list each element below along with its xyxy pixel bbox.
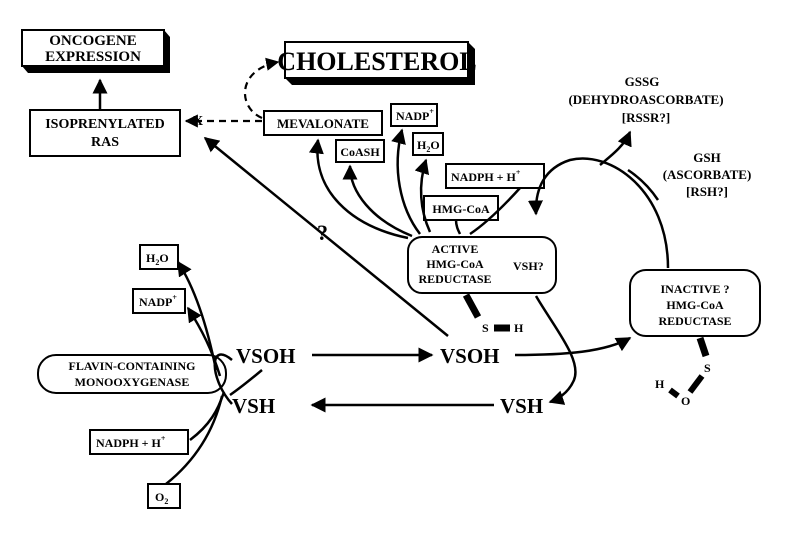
gssg-label-group: GSSG (DEHYDROASCORBATE) [RSSR?] bbox=[568, 74, 723, 125]
sh-s-label: S bbox=[482, 321, 489, 335]
reductase-to-ras-question-arrow bbox=[203, 137, 449, 337]
o2-label: O2 bbox=[155, 490, 168, 506]
gsh-in-line bbox=[627, 168, 660, 201]
vsoh-right: VSOH bbox=[440, 344, 500, 368]
o2-box: O2 bbox=[147, 483, 181, 509]
question-mark: ? bbox=[317, 220, 328, 245]
active-reductase-label-2: HMG-CoA bbox=[426, 257, 484, 271]
inactive-reductase-label-2: HMG-CoA bbox=[666, 298, 724, 312]
reductase-to-nadp-arrow bbox=[391, 128, 421, 235]
left-water-box: H2O bbox=[139, 244, 179, 270]
oncogene-expression-box: ONCOGENE EXPRESSION bbox=[21, 29, 170, 73]
oncogene-label-2: EXPRESSION bbox=[45, 49, 141, 65]
gssg-label-3: [RSSR?] bbox=[622, 110, 670, 125]
coash-label: CoASH bbox=[340, 145, 380, 159]
gsh-label-group: GSH (ASCORBATE) [RSH?] bbox=[663, 150, 752, 199]
inactive-to-active-arrow bbox=[527, 157, 670, 269]
isoprenylated-label-1: ISOPRENYLATED bbox=[45, 117, 165, 132]
reductase-to-mevalonate-arrow bbox=[308, 138, 409, 240]
nadp-plus-box: NADP+ bbox=[390, 103, 438, 127]
nadph-into-flavin-line bbox=[189, 391, 226, 441]
soh-h-label: H bbox=[655, 377, 665, 391]
cholesterol-box: CHOLESTEROL bbox=[277, 41, 477, 85]
isoprenylated-label-2: RAS bbox=[91, 135, 119, 150]
soh-s-label: S bbox=[704, 361, 711, 375]
block-mark: X bbox=[193, 114, 203, 129]
hmg-coa-into-reductase-line bbox=[454, 219, 462, 235]
vsh-right: VSH bbox=[500, 394, 543, 418]
sh-h-label: H bbox=[514, 321, 524, 335]
hmg-coa-label: HMG-CoA bbox=[432, 202, 490, 216]
active-reductase-label-1: ACTIVE bbox=[432, 242, 479, 256]
isoprenylated-ras-box: ISOPRENYLATED RAS bbox=[29, 109, 181, 157]
flavin-label-2: MONOOXYGENASE bbox=[75, 375, 190, 389]
gssg-out-arrow bbox=[599, 130, 632, 166]
hmg-coa-box: HMG-CoA bbox=[423, 195, 499, 221]
coash-box: CoASH bbox=[335, 139, 385, 163]
flavin-to-nadp-arrow bbox=[186, 306, 222, 377]
flavin-box: FLAVIN-CONTAINING MONOOXYGENASE bbox=[37, 354, 227, 394]
sh-bond-stem bbox=[462, 293, 482, 319]
left-nadph-label: NADPH + H+ bbox=[96, 434, 166, 450]
left-nadp-label: NADP+ bbox=[139, 293, 177, 309]
mevalonate-label: MEVALONATE bbox=[277, 116, 369, 131]
cholesterol-label: CHOLESTEROL bbox=[277, 47, 476, 76]
oh-bond bbox=[668, 387, 680, 399]
left-nadph-box: NADPH + H+ bbox=[89, 429, 189, 455]
active-to-vsh-arrow bbox=[534, 295, 577, 405]
water-label: H2O bbox=[417, 138, 440, 154]
left-nadp-box: NADP+ bbox=[132, 288, 186, 314]
o2-into-flavin-line bbox=[165, 395, 224, 485]
vsh-to-vsoh-left-link bbox=[229, 369, 263, 397]
vsh-left: VSH bbox=[232, 394, 275, 418]
active-reductase-box: ACTIVE HMG-CoA REDUCTASE VSH? bbox=[407, 236, 557, 294]
gssg-label-1: GSSG bbox=[625, 74, 660, 89]
vsoh-left: VSOH bbox=[236, 344, 296, 368]
nadph-label: NADPH + H+ bbox=[451, 168, 521, 184]
so-bond bbox=[687, 374, 705, 394]
gsh-label-2: (ASCORBATE) bbox=[663, 167, 752, 182]
soh-stem bbox=[696, 336, 710, 358]
soh-o-label: O bbox=[681, 394, 690, 408]
left-water-label: H2O bbox=[146, 251, 169, 267]
reductase-to-water-arrow bbox=[414, 158, 432, 233]
gsh-label-1: GSH bbox=[693, 150, 720, 165]
water-box: H2O bbox=[412, 132, 444, 156]
vsoh-to-inactive-arrow bbox=[514, 336, 632, 357]
active-reductase-label-3: REDUCTASE bbox=[418, 272, 491, 286]
gssg-label-2: (DEHYDROASCORBATE) bbox=[568, 92, 723, 107]
reductase-to-coash-arrow bbox=[342, 164, 413, 238]
flavin-label-1: FLAVIN-CONTAINING bbox=[69, 359, 196, 373]
nadph-box: NADPH + H+ bbox=[445, 163, 545, 189]
active-reductase-vsh: VSH? bbox=[513, 259, 544, 273]
nadph-into-reductase-line bbox=[469, 187, 521, 236]
inactive-reductase-label-1: INACTIVE ? bbox=[660, 282, 729, 296]
inactive-reductase-label-3: REDUCTASE bbox=[658, 314, 731, 328]
mevalonate-box: MEVALONATE bbox=[263, 110, 383, 136]
flavin-to-water-arrow bbox=[176, 260, 218, 371]
gsh-label-3: [RSH?] bbox=[686, 184, 728, 199]
inactive-reductase-box: INACTIVE ? HMG-CoA REDUCTASE bbox=[629, 269, 761, 337]
nadp-plus-label: NADP+ bbox=[396, 107, 434, 123]
oncogene-label-1: ONCOGENE bbox=[49, 33, 137, 49]
mevalonate-to-cholesterol-dashed-arrow bbox=[243, 57, 280, 120]
